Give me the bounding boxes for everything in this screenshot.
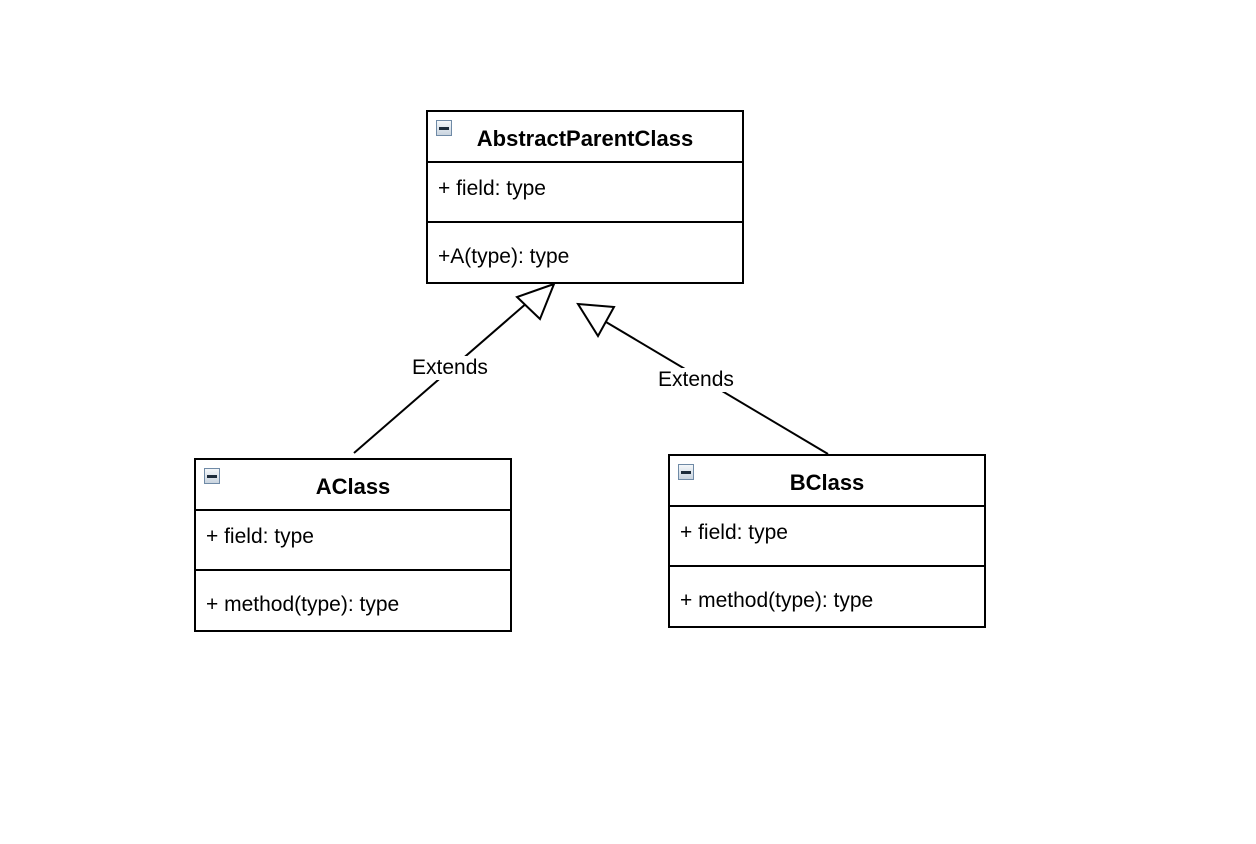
edge-label-bclass: Extends (656, 368, 736, 392)
class-fields: + field: type (670, 507, 984, 567)
class-bclass[interactable]: BClass + field: type + method(type): typ… (668, 454, 986, 628)
class-methods: +A(type): type (428, 223, 742, 282)
class-header: AbstractParentClass (428, 112, 742, 163)
class-method: + method(type): type (680, 589, 874, 612)
class-methods: + method(type): type (196, 571, 510, 630)
class-field: + field: type (206, 525, 314, 548)
class-name: AClass (315, 474, 391, 499)
minus-box-icon[interactable] (678, 464, 694, 480)
class-field: + field: type (680, 521, 788, 544)
generalization-arrowhead-b (576, 302, 616, 338)
edge-label-aclass: Extends (410, 356, 490, 380)
class-header: BClass (670, 456, 984, 507)
class-methods: + method(type): type (670, 567, 984, 626)
class-name: BClass (789, 470, 865, 495)
class-method: +A(type): type (438, 245, 570, 268)
generalization-arrowhead-a (515, 282, 556, 321)
class-field: + field: type (438, 177, 546, 200)
class-fields: + field: type (196, 511, 510, 571)
class-header: AClass (196, 460, 510, 511)
class-method: + method(type): type (206, 593, 400, 616)
class-aclass[interactable]: AClass + field: type + method(type): typ… (194, 458, 512, 632)
class-name: AbstractParentClass (476, 126, 694, 151)
class-fields: + field: type (428, 163, 742, 223)
minus-box-icon[interactable] (204, 468, 220, 484)
class-abstract-parent[interactable]: AbstractParentClass + field: type +A(typ… (426, 110, 744, 284)
minus-box-icon[interactable] (436, 120, 452, 136)
